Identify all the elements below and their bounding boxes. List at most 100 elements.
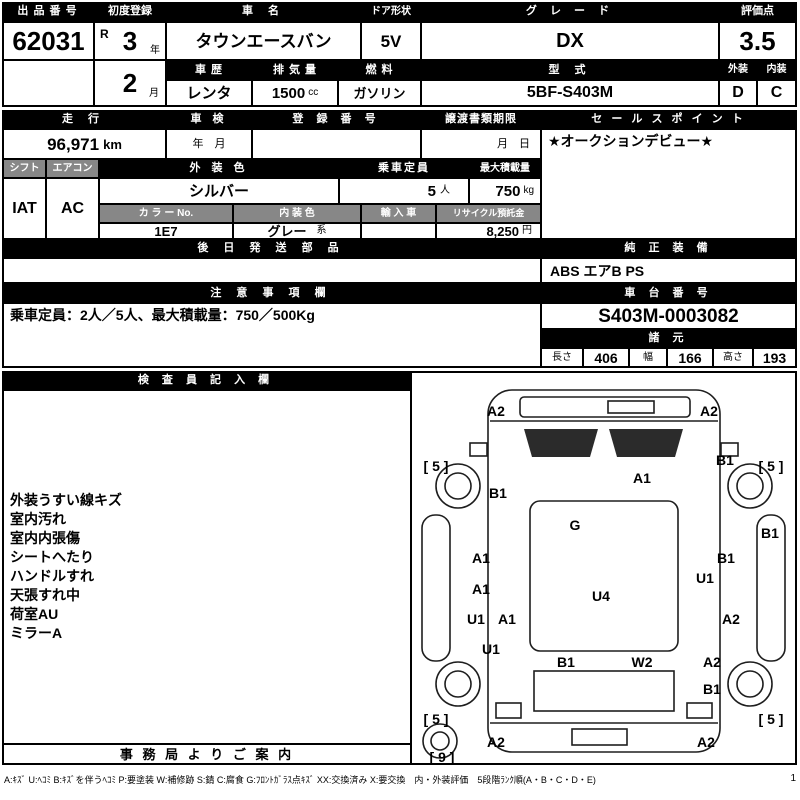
- capacity-number: 5: [427, 182, 436, 200]
- capacity-header: 乗車定員: [340, 160, 468, 177]
- score-header: 評価点: [720, 2, 795, 21]
- wheel-front-right: [727, 463, 773, 509]
- sales-point-header: セ ー ル ス ポ イ ン ト: [542, 110, 795, 128]
- damage-code-label: B1: [716, 452, 734, 468]
- import-header: 輸 入 車: [362, 205, 435, 222]
- inspector-remark: 天張すれ中: [10, 587, 80, 603]
- recycle-fee-number: 8,250: [486, 224, 519, 238]
- damage-code-label: B1: [489, 485, 507, 501]
- sales-point-value: ★オークションデビュー★: [542, 130, 795, 238]
- office-information-header: 事 務 局 よ り ご 案 内: [4, 745, 410, 763]
- fuel-header: 燃 料: [339, 61, 420, 79]
- car-name-header: 車 名: [167, 2, 360, 21]
- auction-number-header: 出 品 番 号: [2, 2, 93, 21]
- car-body-outline-group: [421, 389, 786, 759]
- inspector-remark: 室内汚れ: [10, 511, 66, 527]
- inspector-remark: 外装うすい線キズ: [10, 492, 122, 508]
- cabin-roof-outline: [529, 500, 679, 652]
- equipment-header: 純 正 装 備: [542, 240, 795, 257]
- max-load-header: 最大積載量: [470, 160, 540, 177]
- windshield-right-shape: [609, 429, 683, 457]
- damage-code-label: A2: [700, 403, 718, 419]
- damage-code-label: A2: [487, 734, 505, 750]
- door-shape-value: 5V: [362, 23, 420, 59]
- damage-code-label: A2: [722, 611, 740, 627]
- spec-length-label: 長さ: [542, 349, 582, 366]
- spec-header: 諸 元: [542, 330, 795, 347]
- page-number: 1: [790, 773, 796, 784]
- damage-code-label: A2: [703, 654, 721, 670]
- damage-code-label: A1: [472, 581, 490, 597]
- damage-code-label: A1: [498, 611, 516, 627]
- wheel-front-left: [435, 463, 481, 509]
- spec-height-value: 193: [754, 349, 795, 366]
- inspection-value: 年 月: [167, 130, 251, 158]
- displacement-value: 1500 cc: [253, 81, 337, 105]
- mirror-right: [720, 442, 739, 457]
- shift-value: IAT: [4, 179, 45, 238]
- exterior-color-value: シルバー: [100, 179, 338, 203]
- damage-code-label: A1: [633, 470, 651, 486]
- spec-width-label: 幅: [630, 349, 666, 366]
- spec-height-label: 高さ: [714, 349, 752, 366]
- equipment-value: ABS エアB PS: [542, 259, 795, 282]
- color-no-value: 1E7: [100, 224, 232, 238]
- damage-code-label: [ 5 ]: [759, 711, 784, 727]
- inspector-notes-header: 検 査 員 記 入 欄: [2, 371, 410, 389]
- shift-header: シフト: [4, 160, 45, 177]
- interior-color-name: グレー: [267, 224, 307, 238]
- transfer-deadline-value: 月 日: [422, 130, 540, 158]
- inspector-remark: 室内内張傷: [10, 530, 80, 546]
- aircon-value: AC: [47, 179, 98, 238]
- damage-code-label: U4: [592, 588, 610, 604]
- transfer-deadline-header: 譲渡書類期限: [422, 110, 540, 128]
- tail-light-right: [686, 702, 713, 719]
- car-name-value: タウンエースバン: [167, 23, 360, 59]
- spare-tire: [422, 723, 458, 759]
- rear-door-outline: [533, 670, 675, 712]
- first-registration-month: 2 月: [95, 61, 165, 105]
- capacity-unit: 人: [440, 185, 450, 196]
- recycle-fee-value: 8,250 円: [437, 224, 540, 238]
- history-value: レンタ: [167, 81, 251, 105]
- damage-code-label: B1: [557, 654, 575, 670]
- interior-grade-value: C: [758, 81, 795, 105]
- side-panel-left: [421, 514, 451, 662]
- header-block: 出 品 番 号 62031 初度登録 R 3 年 2 月 車 名 タウンエースバ…: [2, 2, 797, 107]
- inspector-remark: ミラーA: [10, 625, 63, 641]
- max-load-unit: kg: [523, 185, 534, 196]
- damage-code-label: [ 5 ]: [424, 458, 449, 474]
- mirror-left: [469, 442, 488, 457]
- model-code-header: 型 式: [422, 61, 718, 79]
- recycle-fee-unit: 円: [522, 225, 532, 236]
- later-parts-value: [4, 259, 540, 282]
- damage-code-label: G: [570, 517, 581, 533]
- capacity-value: 5 人: [340, 179, 468, 203]
- caution-value: 乗車定員：2人／5人、最大積載量：750／500Kg: [4, 304, 540, 366]
- reg-month-value: 2: [122, 68, 138, 98]
- inspection-block: 検 査 員 記 入 欄 外装うすい線キズ室内汚れ室内内張傷シートへたりハンドルす…: [2, 371, 797, 765]
- damage-code-label: A1: [472, 550, 490, 566]
- max-load-value: 750 kg: [470, 179, 540, 203]
- windshield-left-shape: [524, 429, 598, 457]
- interior-grade-header: 内装: [758, 61, 795, 79]
- legend-text: A:ｷｽﾞ U:ﾍｺﾐ B:ｷｽﾞを伴うﾍｺﾐ P:要塗装 W:補修跡 S:錆 …: [4, 775, 596, 785]
- damage-code-label: [ 5 ]: [759, 458, 784, 474]
- displacement-unit: cc: [308, 87, 319, 98]
- reg-month-unit: 月: [149, 88, 159, 99]
- damage-code-label: B1: [761, 525, 779, 541]
- import-value: [362, 224, 435, 238]
- displacement-number: 1500: [271, 84, 306, 102]
- front-plate: [607, 400, 655, 414]
- spec-width-value: 166: [668, 349, 712, 366]
- model-code-value: 5BF-S403M: [422, 81, 718, 105]
- later-parts-header: 後 日 発 送 部 品: [2, 240, 540, 257]
- exterior-grade-header: 外装: [720, 61, 756, 79]
- grade-value: DX: [422, 23, 718, 59]
- damage-code-label: [ 9 ]: [430, 749, 455, 763]
- max-load-number: 750: [495, 182, 521, 200]
- inspector-remark: 荷室AU: [10, 606, 59, 622]
- auction-number-value: 62031: [4, 23, 93, 59]
- registration-number-header: 登 録 番 号: [253, 110, 420, 128]
